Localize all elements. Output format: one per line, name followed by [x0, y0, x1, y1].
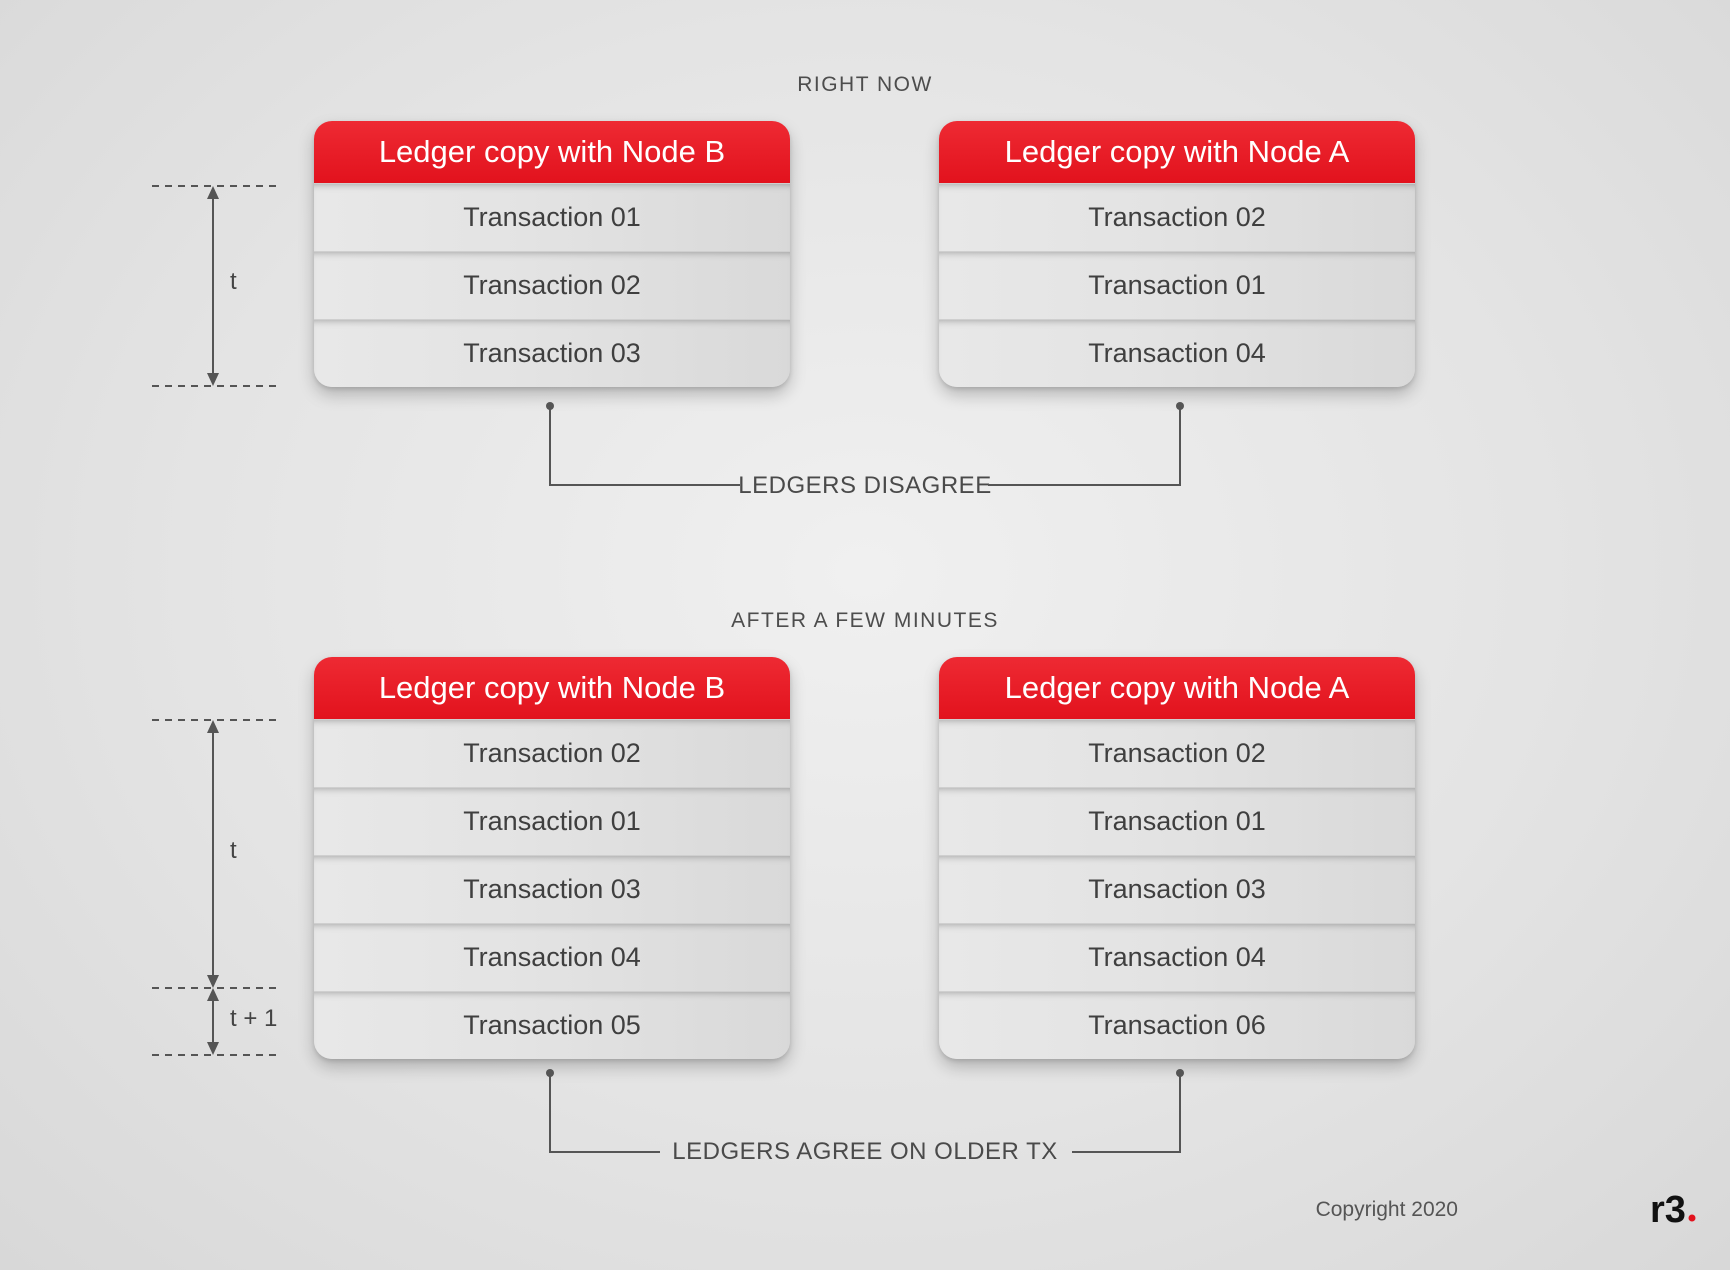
ledger-node-b-now: Ledger copy with Node B Transaction 01 T… [314, 121, 790, 387]
connector-label-agree: LEDGERS AGREE ON OLDER TX [672, 1138, 1058, 1165]
connector-dot [1176, 1069, 1184, 1077]
ledger-row: Transaction 03 [314, 319, 790, 387]
ledger-row: Transaction 02 [939, 719, 1415, 787]
ledger-row: Transaction 04 [314, 923, 790, 991]
ledger-node-b-after: Ledger copy with Node B Transaction 02 T… [314, 657, 790, 1059]
connector-right [988, 406, 1181, 486]
ledger-row: Transaction 02 [314, 719, 790, 787]
connector-dot [1176, 402, 1184, 410]
connector-dot [546, 1069, 554, 1077]
arrowhead-down [207, 373, 219, 386]
ledger-node-a-after: Ledger copy with Node A Transaction 02 T… [939, 657, 1415, 1059]
ledger-row: Transaction 03 [939, 855, 1415, 923]
ledger-row: Transaction 04 [939, 923, 1415, 991]
r3-logo-icon: r3 [1650, 1190, 1696, 1230]
ledger-title: Ledger copy with Node B [314, 121, 790, 183]
connector-left [549, 1073, 660, 1153]
arrowhead-down [207, 975, 219, 988]
connector-right [1072, 1073, 1181, 1153]
section-label-right-now: RIGHT NOW [797, 73, 933, 96]
arrowhead-up [207, 720, 219, 733]
ledger-row: Transaction 01 [314, 183, 790, 251]
ledger-title: Ledger copy with Node B [314, 657, 790, 719]
ledger-row: Transaction 01 [939, 251, 1415, 319]
connector-dot [546, 402, 554, 410]
ledger-row: Transaction 05 [314, 991, 790, 1059]
time-label-t: t [230, 268, 237, 295]
logo-dot [1688, 1214, 1696, 1222]
ledger-row: Transaction 06 [939, 991, 1415, 1059]
arrowhead-down [207, 1042, 219, 1055]
ledger-row: Transaction 04 [939, 319, 1415, 387]
time-label-t: t [230, 837, 237, 864]
ledger-row: Transaction 02 [314, 251, 790, 319]
section-label-after-few-minutes: AFTER A FEW MINUTES [731, 609, 999, 632]
time-label-t-plus-1: t + 1 [230, 1005, 278, 1032]
ledger-row: Transaction 02 [939, 183, 1415, 251]
ledger-node-a-now: Ledger copy with Node A Transaction 02 T… [939, 121, 1415, 387]
arrowhead-up [207, 186, 219, 199]
ledger-title: Ledger copy with Node A [939, 657, 1415, 719]
connector-label-disagree: LEDGERS DISAGREE [738, 472, 992, 499]
ledger-title: Ledger copy with Node A [939, 121, 1415, 183]
logo-text: r3 [1650, 1190, 1686, 1230]
connector-left [549, 406, 740, 486]
arrowhead-up [207, 988, 219, 1001]
ledger-row: Transaction 01 [939, 787, 1415, 855]
ledger-row: Transaction 01 [314, 787, 790, 855]
ledger-row: Transaction 03 [314, 855, 790, 923]
copyright-text: Copyright 2020 [1315, 1198, 1458, 1221]
